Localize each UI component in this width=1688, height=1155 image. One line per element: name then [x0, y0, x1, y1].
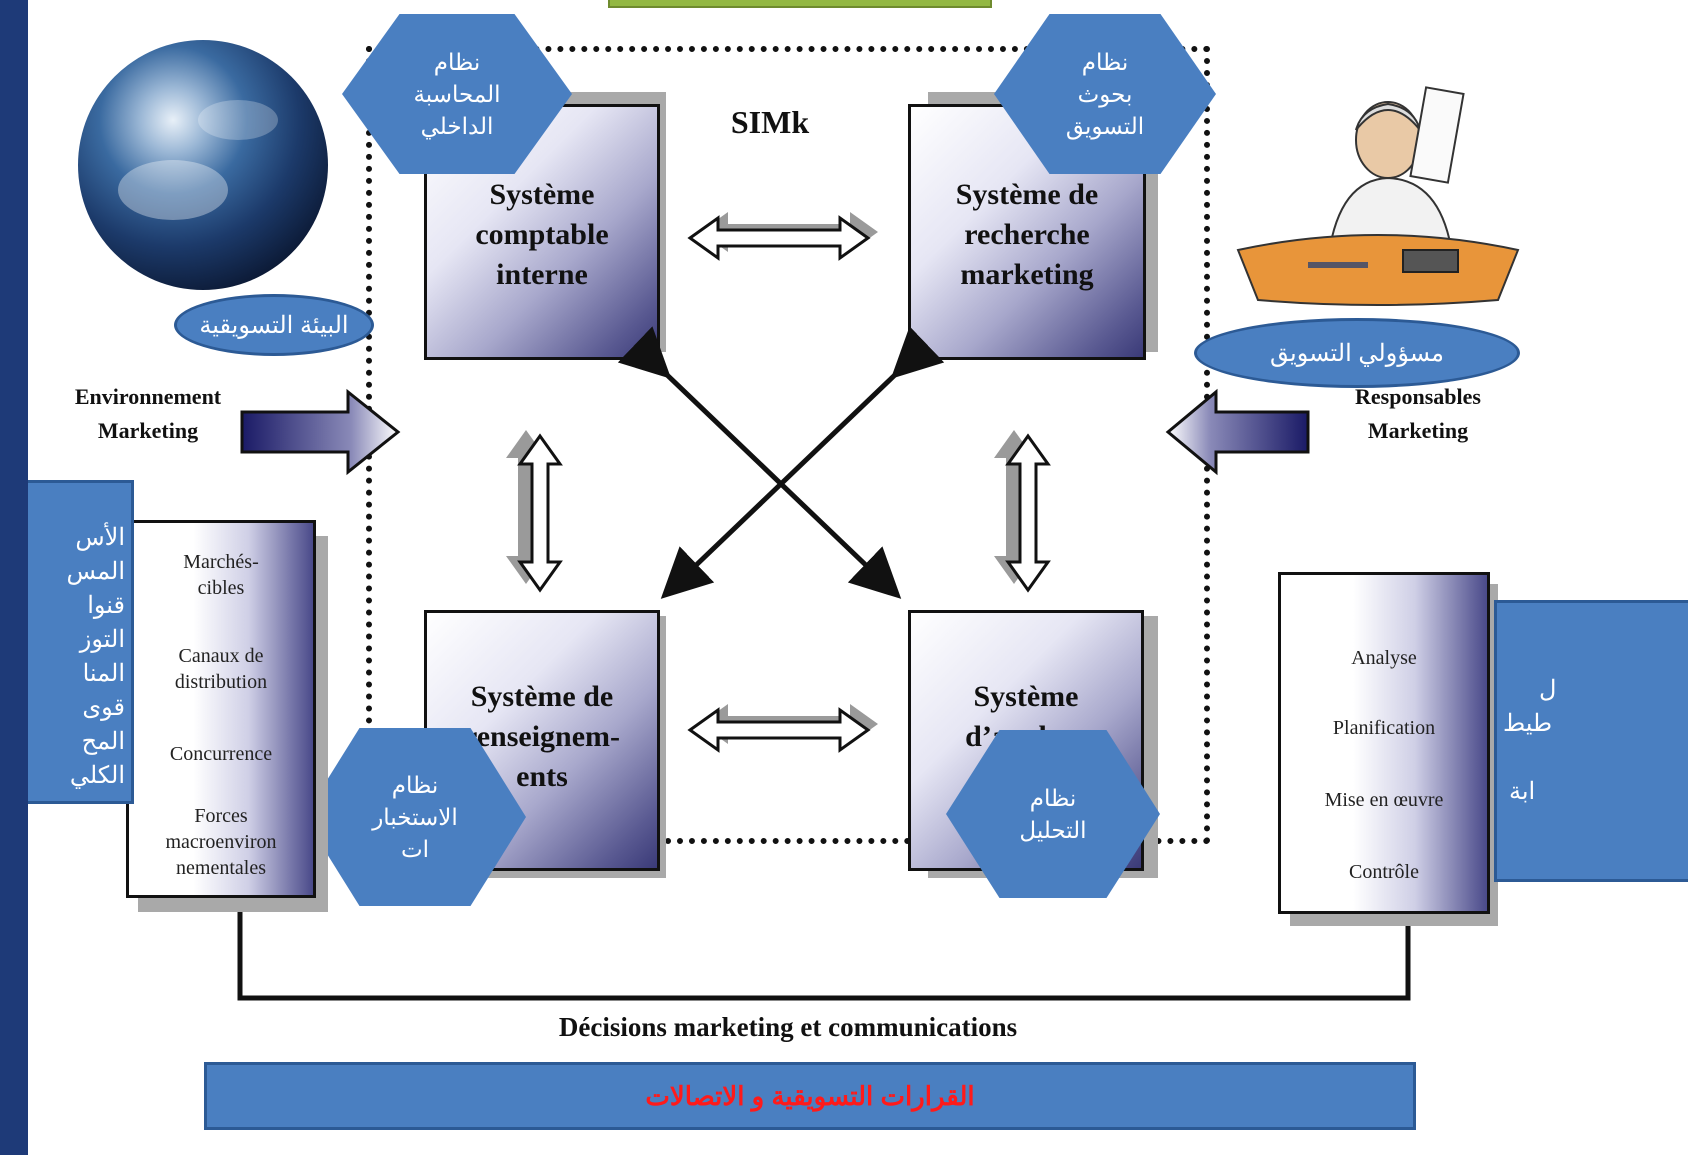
arrow-managers-in [1165, 388, 1310, 476]
left-panel-item: الأس [28, 521, 125, 555]
environment-factors-box: Marchés- cibles Canaux de distribution C… [126, 520, 316, 898]
system-research-label: Système de recherche marketing [955, 178, 1099, 291]
simk-label: SIMk [730, 104, 810, 140]
environment-fr-label: Environnement Marketing [38, 380, 258, 448]
diagram-canvas: SIMk Système comptable interne Système d… [28, 0, 1688, 1155]
left-panel-item: قوى [28, 691, 125, 725]
responsables-fr-line-1: Responsables [1355, 384, 1481, 409]
arrow-diagonal-2 [660, 326, 945, 599]
left-panel-item: قنوا [28, 589, 125, 623]
arrow-right-vertical [994, 430, 1051, 593]
oval-managers-label: مسؤولي التسويق [1270, 339, 1444, 367]
management-item: Contrôle [1349, 861, 1419, 883]
arrow-top-horizontal [687, 212, 878, 261]
decisions-fr-label: Décisions marketing et communications [558, 1012, 1018, 1042]
system-accounting-label: Système comptable interne [475, 178, 609, 291]
right-panel-item: ل [1539, 676, 1557, 703]
right-panel-item: ابة [1509, 778, 1536, 805]
hex-research-system: نظام بحوث التسويق [994, 14, 1216, 174]
right-arabic-panel: ل طيط ابة [1494, 600, 1688, 882]
responsables-fr-line-2: Marketing [1367, 418, 1469, 443]
hex-analysis-label: نظام التحليل [1019, 785, 1087, 843]
hex-accounting-label: نظام المحاسبة الداخلي [413, 49, 501, 139]
right-panel-item: طيط [1503, 710, 1553, 737]
left-panel-item: التوز [79, 626, 125, 653]
arrow-environment-in [240, 388, 401, 476]
left-arabic-panel: الأس المس قنوا التوز المنا قوى المح الكل… [28, 480, 134, 804]
hex-intelligence-system: نظام الاستخبار ات [304, 728, 526, 906]
arrow-left-vertical [506, 430, 563, 593]
oval-environment-label: البيئة التسويقية [199, 311, 349, 339]
oval-marketing-managers: مسؤولي التسويق [1194, 318, 1520, 388]
connector-arrows [226, 212, 1422, 1001]
left-panel-item: المنا [28, 657, 125, 691]
system-intelligence-label: Système de renseignem- ents [463, 680, 621, 793]
left-panel-item: الكلي [69, 762, 125, 789]
arrow-diagonal-1 [617, 326, 902, 599]
title-tab [608, 0, 992, 8]
management-functions-box: Analyse Planification Mise en œuvre Cont… [1278, 572, 1490, 914]
environment-item: Marchés- cibles [183, 551, 259, 599]
environment-item: Forces macroenviron nementales [165, 805, 277, 879]
left-panel-item: المح [81, 728, 125, 755]
left-panel-item: المس [66, 558, 125, 585]
management-item: Planification [1332, 717, 1436, 739]
environment-item: Concurrence [169, 743, 273, 765]
management-item: Mise en œuvre [1324, 789, 1444, 811]
system-accounting-box: Système comptable interne [424, 104, 660, 360]
decisions-ar-bar: القرارات التسويقية و الاتصالات [204, 1062, 1416, 1130]
environment-item: Canaux de distribution [174, 645, 268, 693]
decisions-ar-label: القرارات التسويقية و الاتصالات [645, 1080, 975, 1111]
hex-intelligence-label: نظام الاستخبار ات [372, 772, 458, 862]
arrow-bottom-horizontal [687, 704, 878, 753]
marketing-manager-illustration [1228, 50, 1528, 310]
responsables-fr-label: Responsables Marketing [1318, 380, 1518, 448]
environment-fr-line-1: Environnement [74, 384, 222, 409]
earth-globe-image [78, 40, 328, 290]
oval-marketing-environment: البيئة التسويقية [174, 294, 374, 356]
management-item: Analyse [1351, 647, 1417, 669]
hex-research-label: نظام بحوث التسويق [1065, 49, 1145, 139]
environment-fr-line-2: Marketing [97, 418, 199, 443]
